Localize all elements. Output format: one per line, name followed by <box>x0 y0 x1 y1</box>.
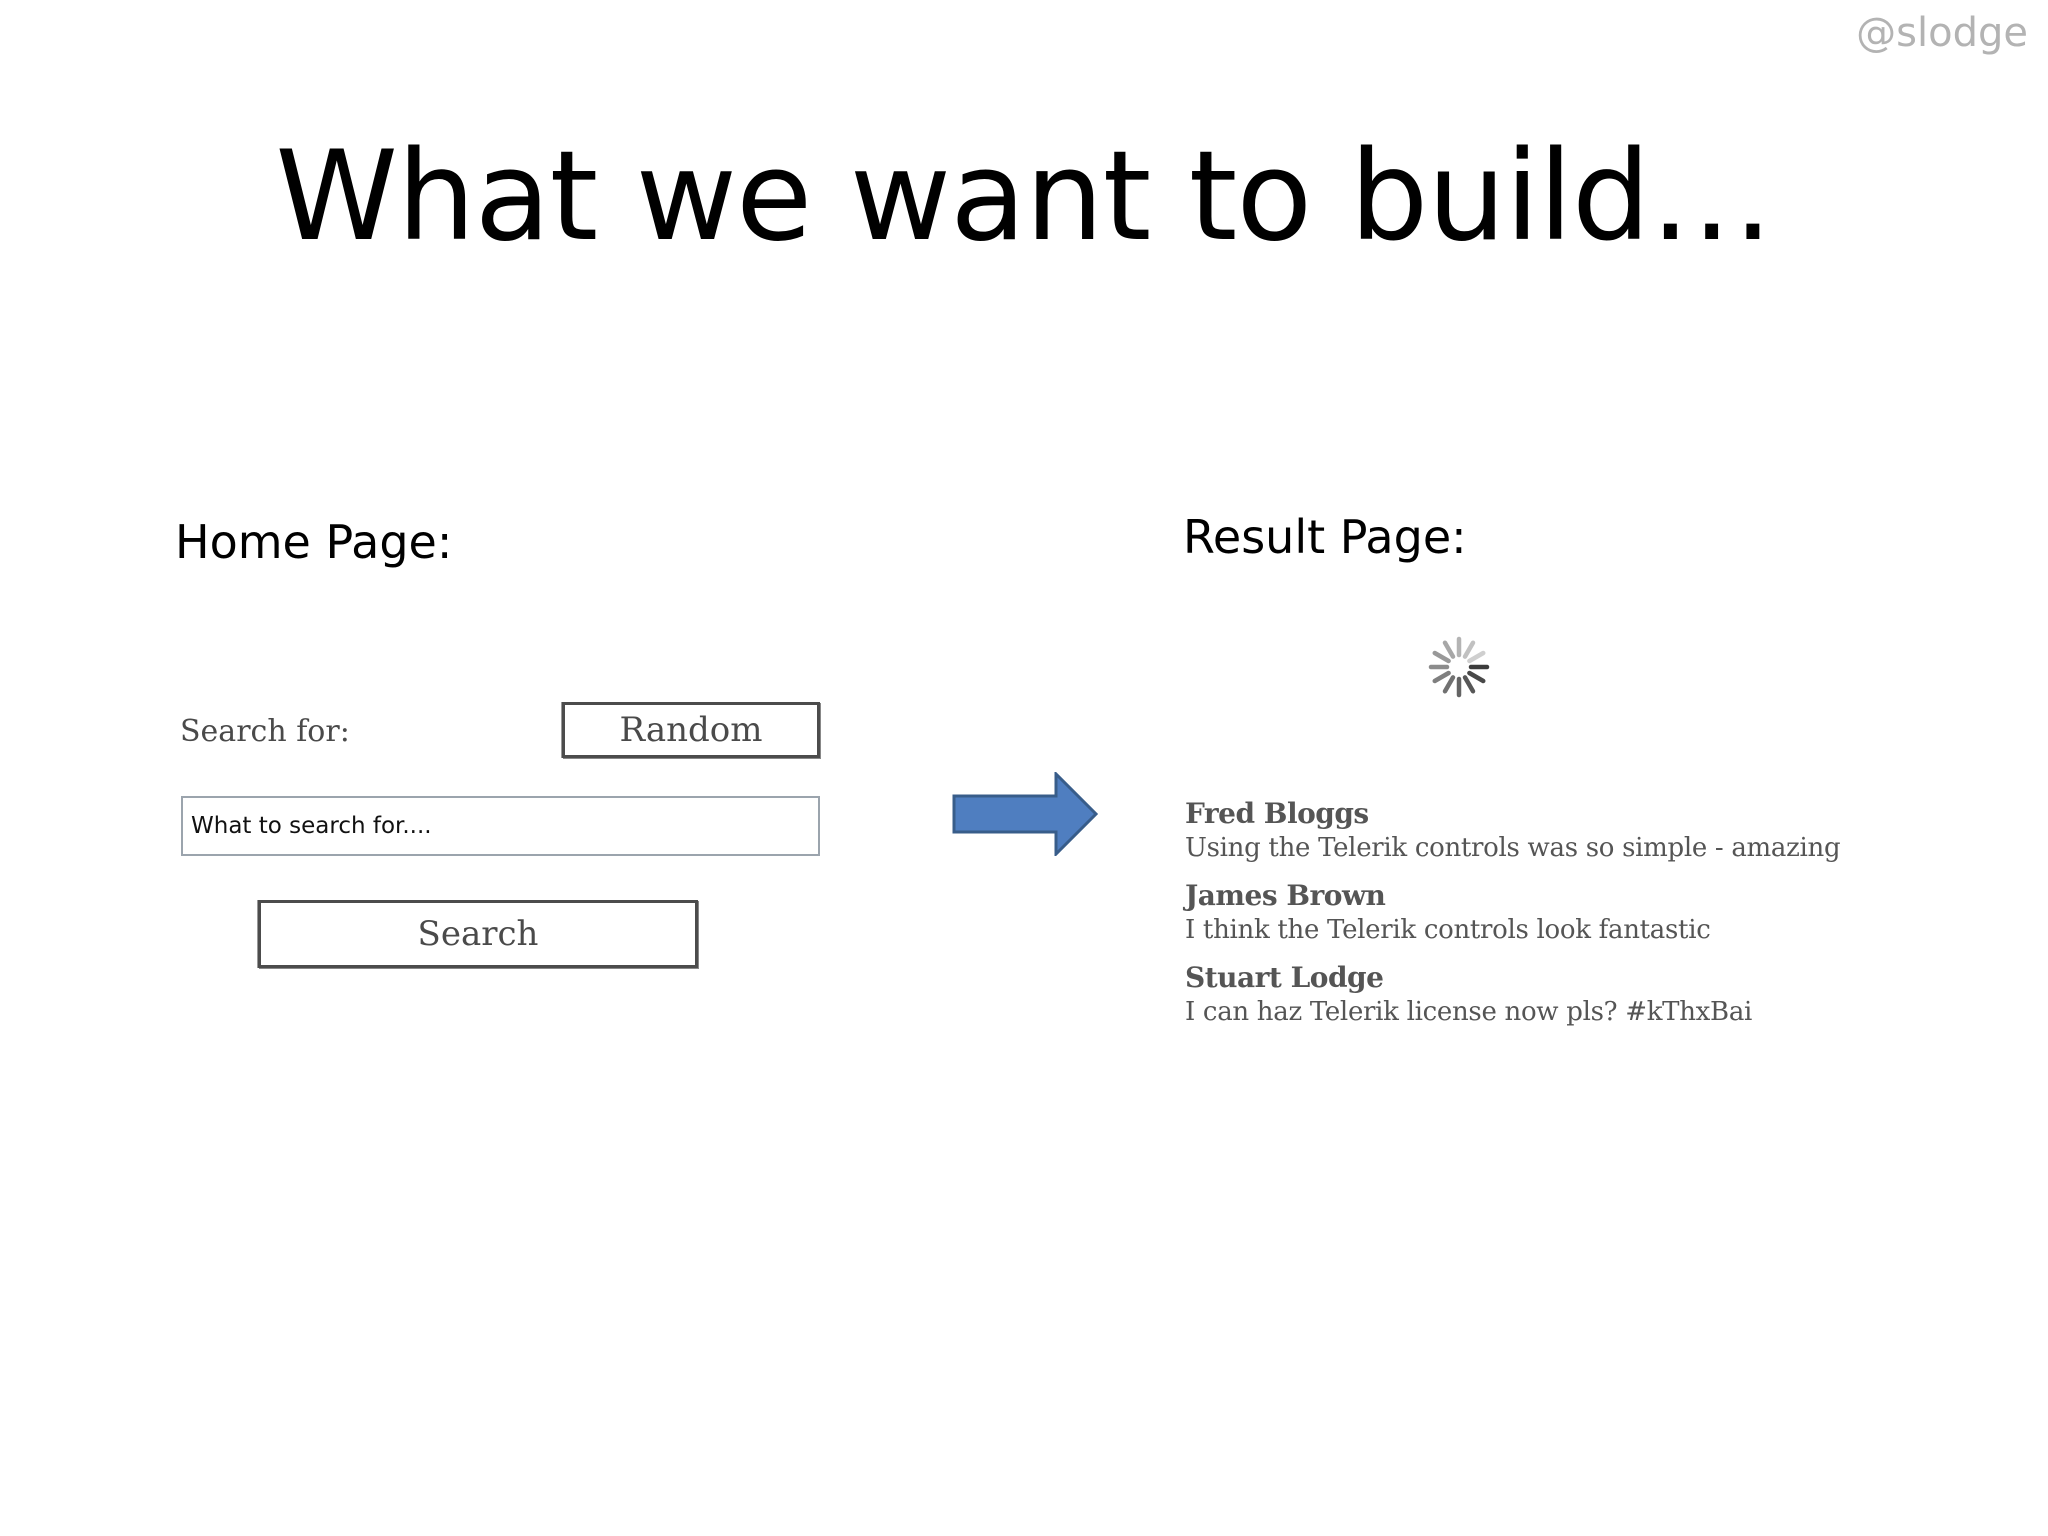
result-text: I think the Telerik controls look fantas… <box>1185 915 1711 945</box>
result-item: Stuart Lodge I can haz Telerik license n… <box>1185 961 1805 1029</box>
result-text: Using the Telerik controls was so simple… <box>1185 833 1841 863</box>
result-author: Stuart Lodge <box>1185 961 1384 994</box>
spinner-spoke <box>1467 670 1486 684</box>
spinner-spoke <box>1462 675 1476 694</box>
spinner-spoke <box>1432 670 1451 684</box>
result-author: Fred Bloggs <box>1185 797 1369 830</box>
spinner-spoke <box>1467 650 1486 664</box>
right-arrow-icon <box>952 772 1098 856</box>
spinner-spoke <box>1442 675 1456 694</box>
search-input[interactable] <box>181 796 820 856</box>
search-for-label: Search for: <box>180 714 350 749</box>
spinner-spoke <box>1462 640 1476 659</box>
spinner-spoke <box>1432 650 1451 664</box>
result-text: I can haz Telerik license now pls? #kThx… <box>1185 997 1753 1027</box>
result-page-label: Result Page: <box>1183 510 1467 564</box>
spinner-spoke <box>1442 640 1456 659</box>
slide-title: What we want to build… <box>275 125 1773 269</box>
home-page-label: Home Page: <box>175 515 453 569</box>
results-list: Fred Bloggs Using the Telerik controls w… <box>1185 797 1841 1029</box>
author-handle: @slodge <box>1856 10 2028 56</box>
result-item: Fred Bloggs Using the Telerik controls w… <box>1185 797 1841 865</box>
loading-spinner-icon <box>1428 636 1490 698</box>
search-button[interactable]: Search <box>258 900 698 968</box>
result-item: James Brown I think the Telerik controls… <box>1185 879 1805 947</box>
random-button[interactable]: Random <box>562 702 820 758</box>
result-author: James Brown <box>1185 879 1386 912</box>
